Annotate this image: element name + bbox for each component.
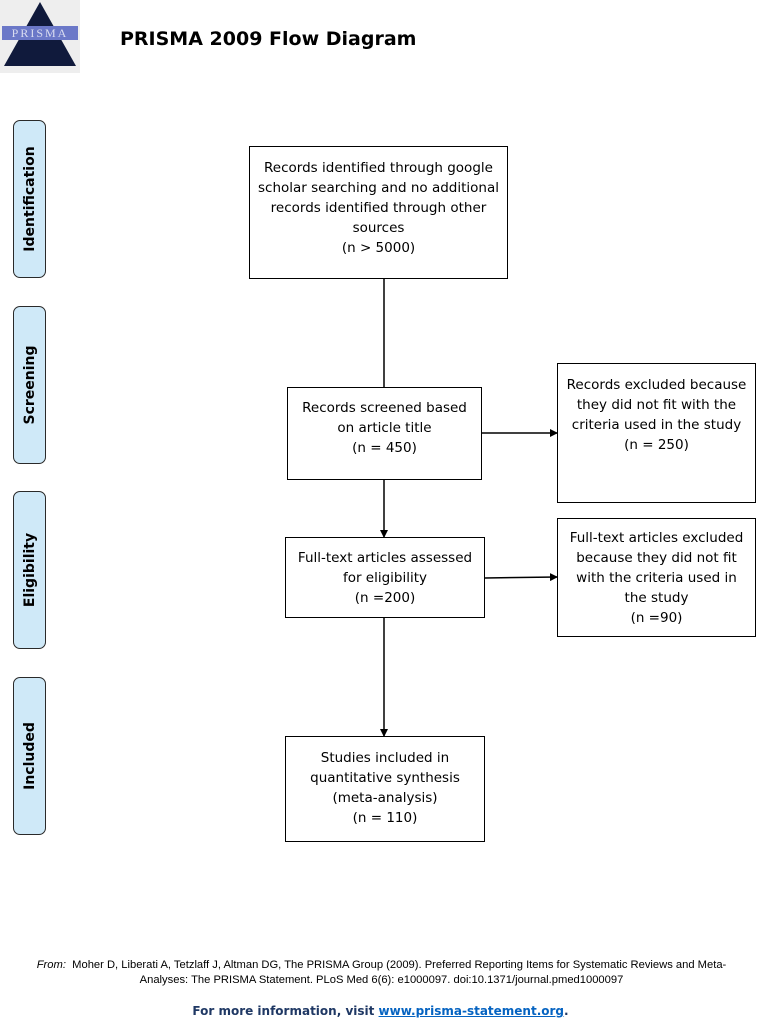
box-line: for eligibility	[342, 570, 428, 586]
box-line: because they did not fit	[576, 550, 737, 566]
box-line: (n =90)	[630, 610, 683, 626]
phase-identification: Identification	[13, 120, 46, 278]
box-records-excluded: Records excluded because they did not fi…	[557, 363, 756, 503]
box-line: Full-text articles excluded	[569, 530, 744, 546]
citation-from-label: From:	[36, 959, 66, 971]
box-line: with the criteria used in	[576, 570, 737, 586]
box-fulltext-assessed: Full-text articles assessed for eligibil…	[285, 537, 485, 618]
box-line: (meta-analysis)	[332, 790, 438, 806]
box-line: criteria used in the study	[571, 417, 742, 433]
phase-label-identification: Identification	[21, 146, 38, 252]
box-records-screened: Records screened based on article title …	[287, 387, 482, 480]
box-line: (n =200)	[354, 590, 416, 606]
citation-line-2: Analyses: The PRISMA Statement. PLoS Med…	[139, 974, 624, 986]
box-line: (n = 450)	[352, 440, 417, 456]
box-line: quantitative synthesis	[310, 770, 460, 786]
box-line: on article title	[337, 420, 432, 436]
box-records-identified: Records identified through google schola…	[249, 146, 508, 279]
phase-label-included: Included	[21, 722, 38, 790]
box-line: Studies included in	[320, 750, 450, 766]
box-line: they did not fit with the	[576, 397, 737, 413]
citation-line-1: Moher D, Liberati A, Tetzlaff J, Altman …	[72, 959, 727, 971]
box-line: sources	[352, 220, 405, 236]
phase-eligibility: Eligibility	[13, 491, 46, 649]
phase-screening: Screening	[13, 306, 46, 464]
prisma-logo: PRISMA	[0, 0, 80, 73]
page-title: PRISMA 2009 Flow Diagram	[120, 28, 417, 50]
box-line: Records excluded because	[566, 377, 747, 393]
box-line: Records screened based	[302, 400, 467, 416]
box-line: (n = 250)	[624, 437, 689, 453]
phase-included: Included	[13, 677, 46, 835]
prisma-website-link[interactable]: www.prisma-statement.org	[378, 1004, 565, 1018]
box-line: the study	[624, 590, 689, 606]
phase-label-eligibility: Eligibility	[21, 532, 38, 608]
footer-prefix: For more information, visit	[192, 1004, 379, 1018]
footer-suffix: .	[564, 1004, 569, 1018]
box-line: (n > 5000)	[341, 240, 416, 256]
phase-label-screening: Screening	[21, 345, 38, 425]
box-line: Records identified through google	[264, 160, 493, 176]
box-line: records identified through other	[270, 200, 487, 216]
footer: For more information, visit www.prisma-s…	[0, 1004, 761, 1018]
box-line: (n = 110)	[352, 810, 418, 826]
box-line: scholar searching and no additional	[258, 180, 499, 196]
box-line: Full-text articles assessed	[297, 550, 473, 566]
arrow-fulltext-to-excluded	[484, 573, 558, 582]
box-studies-included: Studies included in quantitative synthes…	[285, 736, 485, 842]
logo-text: PRISMA	[12, 26, 69, 40]
box-fulltext-excluded: Full-text articles excluded because they…	[557, 518, 756, 637]
citation: From: Moher D, Liberati A, Tetzlaff J, A…	[14, 958, 749, 988]
